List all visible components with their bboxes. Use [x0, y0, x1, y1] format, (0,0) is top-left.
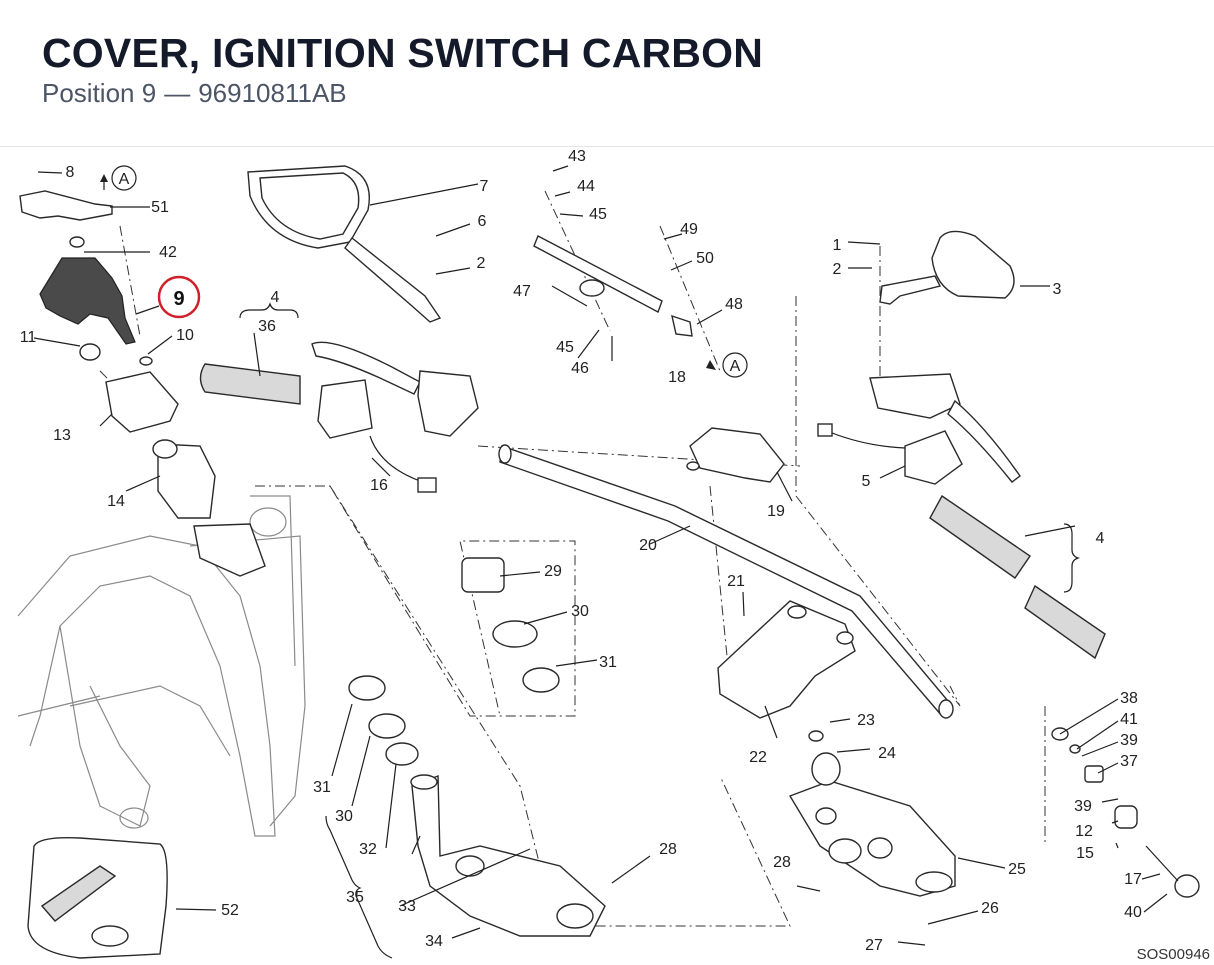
- part-label-22[interactable]: 22: [749, 749, 767, 766]
- switch-left: [317, 379, 437, 493]
- part-label-31[interactable]: 31: [599, 654, 617, 671]
- part-label-10[interactable]: 10: [176, 327, 194, 344]
- reference-marker-label: A: [730, 358, 741, 375]
- exploded-parts-diagram: A A 9 8514211101314762436164344454950474…: [17, 148, 1200, 959]
- part-label-20[interactable]: 20: [639, 537, 657, 554]
- part-label-31[interactable]: 31: [313, 779, 331, 796]
- switch-right: [817, 423, 963, 485]
- mirror-right: [879, 230, 1015, 305]
- part-label-39[interactable]: 39: [1074, 798, 1092, 815]
- part-label-28[interactable]: 28: [773, 854, 791, 871]
- part-label-11[interactable]: 11: [20, 329, 37, 346]
- part-label-48[interactable]: 48: [725, 296, 743, 313]
- part-label-12[interactable]: 12: [1075, 823, 1093, 840]
- part-number: 96910811AB: [198, 78, 347, 108]
- part-label-35[interactable]: 35: [346, 889, 364, 906]
- top-yoke: [788, 780, 956, 897]
- page-subtitle: Position 9—96910811AB: [42, 78, 347, 109]
- part-label-36[interactable]: 36: [258, 318, 276, 335]
- handlebar: [498, 444, 954, 719]
- steering-stem: [410, 774, 606, 937]
- drawing-code: SOS00946: [1136, 946, 1210, 963]
- part-label-28[interactable]: 28: [659, 841, 677, 858]
- part-label-41[interactable]: 41: [1120, 711, 1138, 728]
- part-label-21[interactable]: 21: [727, 573, 745, 590]
- page-title: COVER, IGNITION SWITCH CARBON: [42, 30, 764, 76]
- leader-lines: [33, 165, 1168, 946]
- part-label-17[interactable]: 17: [1124, 871, 1142, 888]
- part-label-4[interactable]: 4: [271, 289, 280, 306]
- part-label-5[interactable]: 5: [862, 473, 871, 490]
- part-label-14[interactable]: 14: [107, 493, 125, 510]
- part-label-46[interactable]: 46: [571, 360, 589, 377]
- reference-marker-label: A: [119, 171, 130, 188]
- part-label-23[interactable]: 23: [857, 712, 875, 729]
- lever-left: [311, 341, 479, 437]
- part-label-40[interactable]: 40: [1124, 904, 1142, 921]
- reference-marker-a-middle: A: [706, 352, 748, 378]
- frame-outline: [17, 495, 306, 837]
- lever-right: [869, 373, 1021, 483]
- part-label-29[interactable]: 29: [544, 563, 562, 580]
- part-label-30[interactable]: 30: [571, 603, 589, 620]
- part-label-15[interactable]: 15: [1076, 845, 1094, 862]
- brace-4-left: [239, 302, 299, 319]
- part-label-8[interactable]: 8: [66, 164, 75, 181]
- part-label-16[interactable]: 16: [370, 477, 388, 494]
- part-label-18[interactable]: 18: [668, 369, 686, 386]
- steering-damper: [533, 235, 693, 337]
- grip-left: [199, 363, 301, 405]
- part-label-1[interactable]: 1: [833, 237, 842, 254]
- part-label-24[interactable]: 24: [878, 745, 896, 762]
- part-label-26[interactable]: 26: [981, 900, 999, 917]
- grip-right: [929, 494, 1106, 660]
- part-label-3[interactable]: 3: [1053, 281, 1062, 298]
- part-label-2[interactable]: 2: [477, 255, 486, 272]
- part-label-4[interactable]: 4: [1096, 530, 1105, 547]
- highlight-callout-9[interactable]: 9: [135, 275, 201, 319]
- brace-4-right: [1063, 523, 1080, 593]
- handlebar-riser: [717, 600, 856, 719]
- part-label-49[interactable]: 49: [680, 221, 698, 238]
- reference-marker-a-top: A: [100, 165, 137, 191]
- part-label-2[interactable]: 2: [833, 261, 842, 278]
- brace-35: [325, 815, 393, 959]
- mirror-left: [247, 165, 442, 323]
- page-header: COVER, IGNITION SWITCH CARBON Position 9…: [0, 0, 1214, 147]
- bearing-set: [348, 557, 560, 766]
- part-label-27[interactable]: 27: [865, 937, 883, 954]
- part-label-25[interactable]: 25: [1008, 861, 1026, 878]
- part-label-13[interactable]: 13: [53, 427, 71, 444]
- cover-ignition-switch-carbon[interactable]: [39, 257, 136, 345]
- part-label-30[interactable]: 30: [335, 808, 353, 825]
- part-label-50[interactable]: 50: [696, 250, 714, 267]
- part-label-32[interactable]: 32: [359, 841, 377, 858]
- part-label-6[interactable]: 6: [478, 213, 487, 230]
- detail-inset: [27, 836, 168, 959]
- part-label-38[interactable]: 38: [1120, 690, 1138, 707]
- part-label-39[interactable]: 39: [1120, 732, 1138, 749]
- part-label-45[interactable]: 45: [589, 206, 607, 223]
- part-label-37[interactable]: 37: [1120, 753, 1138, 770]
- part-label-34[interactable]: 34: [425, 933, 443, 950]
- part-label-33[interactable]: 33: [398, 898, 416, 915]
- part-label-43[interactable]: 43: [568, 148, 586, 165]
- subtitle-separator: —: [164, 78, 191, 108]
- position-label: Position 9: [42, 78, 157, 108]
- ignition-assembly: [19, 190, 266, 577]
- part-label-19[interactable]: 19: [767, 503, 785, 520]
- part-label-42[interactable]: 42: [159, 244, 177, 261]
- part-label-44[interactable]: 44: [577, 178, 595, 195]
- part-label-47[interactable]: 47: [513, 283, 531, 300]
- highlight-callout-label: 9: [173, 288, 184, 310]
- part-label-51[interactable]: 51: [151, 199, 169, 216]
- handlebar-clamp: [686, 427, 785, 483]
- part-label-45[interactable]: 45: [556, 339, 574, 356]
- part-label-52[interactable]: 52: [221, 902, 239, 919]
- part-label-7[interactable]: 7: [480, 178, 489, 195]
